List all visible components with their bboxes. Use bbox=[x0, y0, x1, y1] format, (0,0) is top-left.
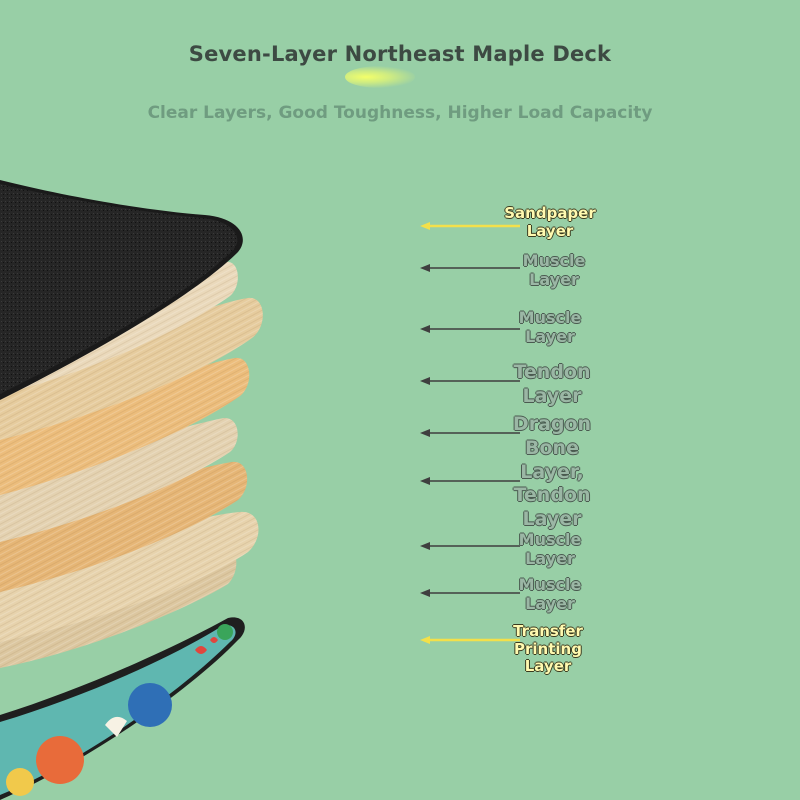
layer-label-line: Sandpaper bbox=[504, 204, 596, 222]
callout-arrow bbox=[420, 325, 520, 333]
layer-label-line: Bone bbox=[525, 436, 579, 459]
callout-arrow bbox=[420, 222, 520, 230]
layer-label-line: Muscle bbox=[518, 530, 582, 549]
layer-label-line: Dragon bbox=[512, 413, 592, 435]
layer-label-line: Layer bbox=[525, 326, 575, 346]
callout-arrow bbox=[420, 477, 520, 485]
layer-label-line: Layer bbox=[526, 221, 574, 240]
layer-label-line: Muscle bbox=[518, 575, 582, 594]
layer-label-line: Layer bbox=[522, 384, 582, 407]
layer-label-line: Tendon bbox=[513, 484, 591, 507]
callout-arrow bbox=[420, 264, 520, 272]
page-subtitle: Clear Layers, Good Toughness, Higher Loa… bbox=[147, 103, 653, 123]
callout-arrows bbox=[420, 222, 520, 644]
maple-plies bbox=[0, 261, 263, 668]
title-highlight-glow bbox=[345, 66, 415, 88]
layer-label-line: Layer bbox=[524, 657, 572, 676]
callout-arrow bbox=[420, 589, 520, 597]
sandpaper-layer-graphic bbox=[0, 180, 243, 400]
layer-label-line: Layer bbox=[525, 593, 575, 613]
layer-label-line: Layer bbox=[522, 508, 582, 530]
callout-arrow bbox=[420, 429, 520, 437]
callout-arrow bbox=[420, 542, 520, 550]
layer-label-line: Layer bbox=[529, 269, 579, 289]
layer-label-line: Layer bbox=[525, 548, 575, 568]
page-title: Seven-Layer Northeast Maple Deck bbox=[188, 42, 612, 66]
layer-label-line: Muscle bbox=[522, 251, 586, 270]
callout-arrow bbox=[420, 377, 520, 385]
transfer-printing-layer-graphic bbox=[0, 617, 245, 800]
layer-label-line: Muscle bbox=[518, 308, 582, 327]
layer-label-line: Transfer bbox=[513, 622, 583, 640]
callout-arrow bbox=[420, 636, 520, 644]
layer-label-line: Tendon bbox=[513, 361, 591, 383]
layer-label-line: Layer, bbox=[520, 460, 584, 483]
layer-label-line: Printing bbox=[514, 639, 582, 658]
